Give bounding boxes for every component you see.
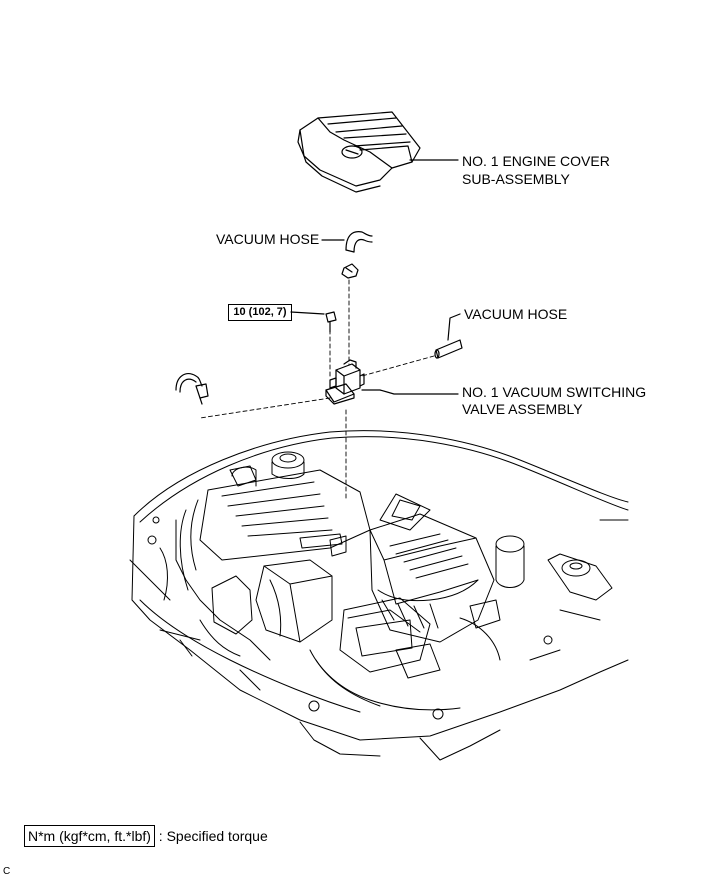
legend-description: : Specified torque — [158, 828, 268, 844]
leader-torque — [290, 311, 325, 315]
wire-connector-part — [175, 373, 209, 405]
label-engine-cover-line1: NO. 1 ENGINE COVER — [462, 153, 610, 169]
label-engine-cover-line2: SUB-ASSEMBLY — [462, 171, 570, 187]
engine-bay — [129, 430, 629, 761]
leader-vacuum-hose-right — [447, 313, 461, 341]
vacuum-hose-top-part — [345, 231, 373, 253]
torque-legend: N*m (kgf*cm, ft.*lbf) : Specified torque — [24, 825, 268, 847]
engine-cover-part — [297, 111, 421, 193]
legend-unit-box: N*m (kgf*cm, ft.*lbf) — [24, 825, 155, 847]
vacuum-hose-right-part — [434, 339, 463, 359]
leader-vsv — [361, 389, 459, 395]
bolt-part — [325, 311, 337, 333]
hose-clip — [341, 263, 359, 279]
assembly-lines — [199, 279, 435, 501]
label-vsv-line2: VALVE ASSEMBLY — [462, 401, 583, 417]
vacuum-switching-valve-part — [325, 359, 365, 405]
figure-code: C — [3, 866, 11, 877]
label-vsv-line1: NO. 1 VACUUM SWITCHING — [462, 384, 647, 400]
label-vacuum-hose-top: VACUUM HOSE — [216, 231, 320, 247]
torque-spec-box: 10 (102, 7) — [228, 304, 292, 321]
label-vacuum-hose-right: VACUUM HOSE — [464, 306, 568, 322]
